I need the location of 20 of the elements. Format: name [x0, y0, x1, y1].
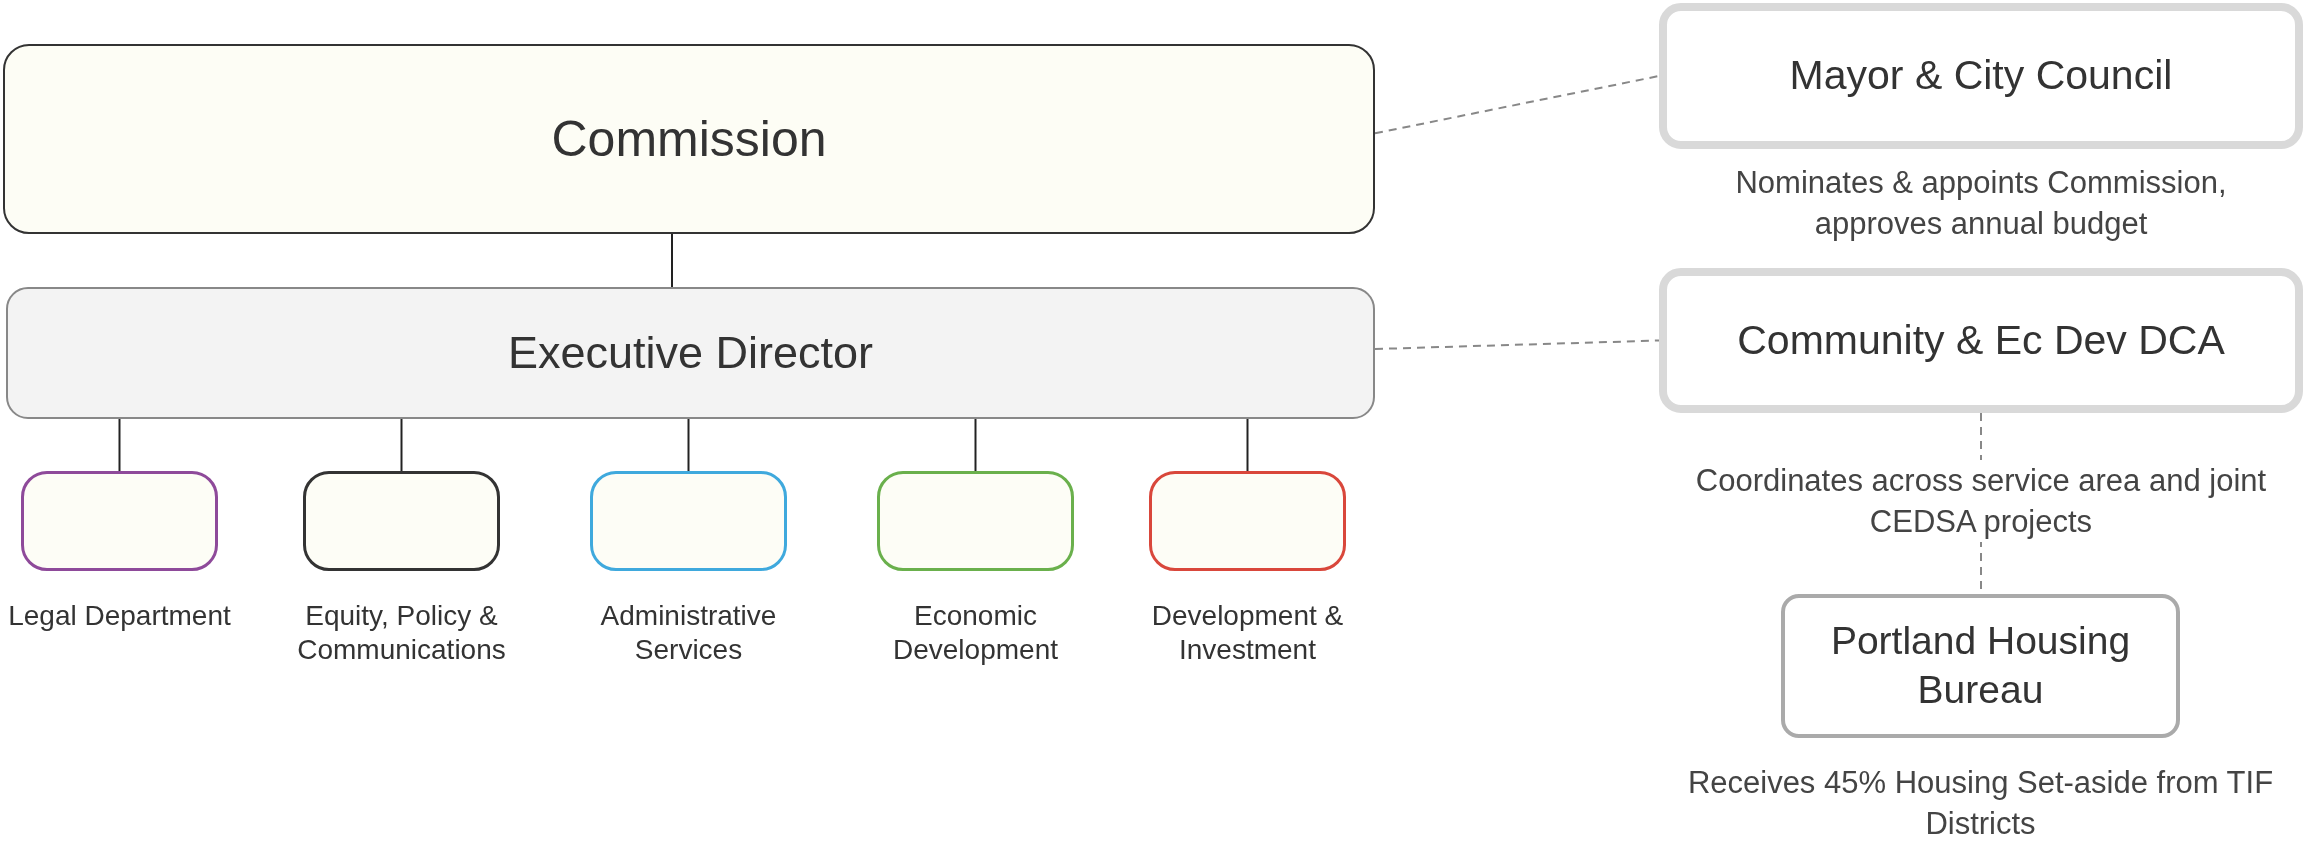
- node-caption: Receives 45% Housing Set-aside from TIF Districts: [1686, 764, 2275, 843]
- connector-line: [1246, 418, 1249, 472]
- connector-line: [1374, 75, 1660, 135]
- external-body-box: Mayor & City Council: [1659, 3, 2303, 149]
- department-label: Legal Department: [7, 599, 232, 633]
- connector-line: [118, 418, 121, 472]
- node-caption: Nominates & appoints Commission, approves annual budget: [1734, 164, 2228, 243]
- department-label: Administrative Services: [599, 599, 778, 667]
- department-label: Development & Investment: [1150, 599, 1345, 667]
- connector-line: [687, 418, 690, 472]
- department-label: Equity, Policy & Communications: [296, 599, 507, 667]
- connector-line: [671, 233, 673, 288]
- connector-line: [1374, 339, 1660, 351]
- commission-box: Commission: [3, 44, 1375, 234]
- connector-line: [974, 418, 977, 472]
- director-box: Executive Director: [6, 287, 1375, 419]
- department-label: Economic Development: [892, 599, 1059, 667]
- bureau-box: Portland Housing Bureau: [1781, 594, 2180, 738]
- connector-line: [400, 418, 403, 472]
- external-body-box: Community & Ec Dev DCA: [1659, 268, 2303, 413]
